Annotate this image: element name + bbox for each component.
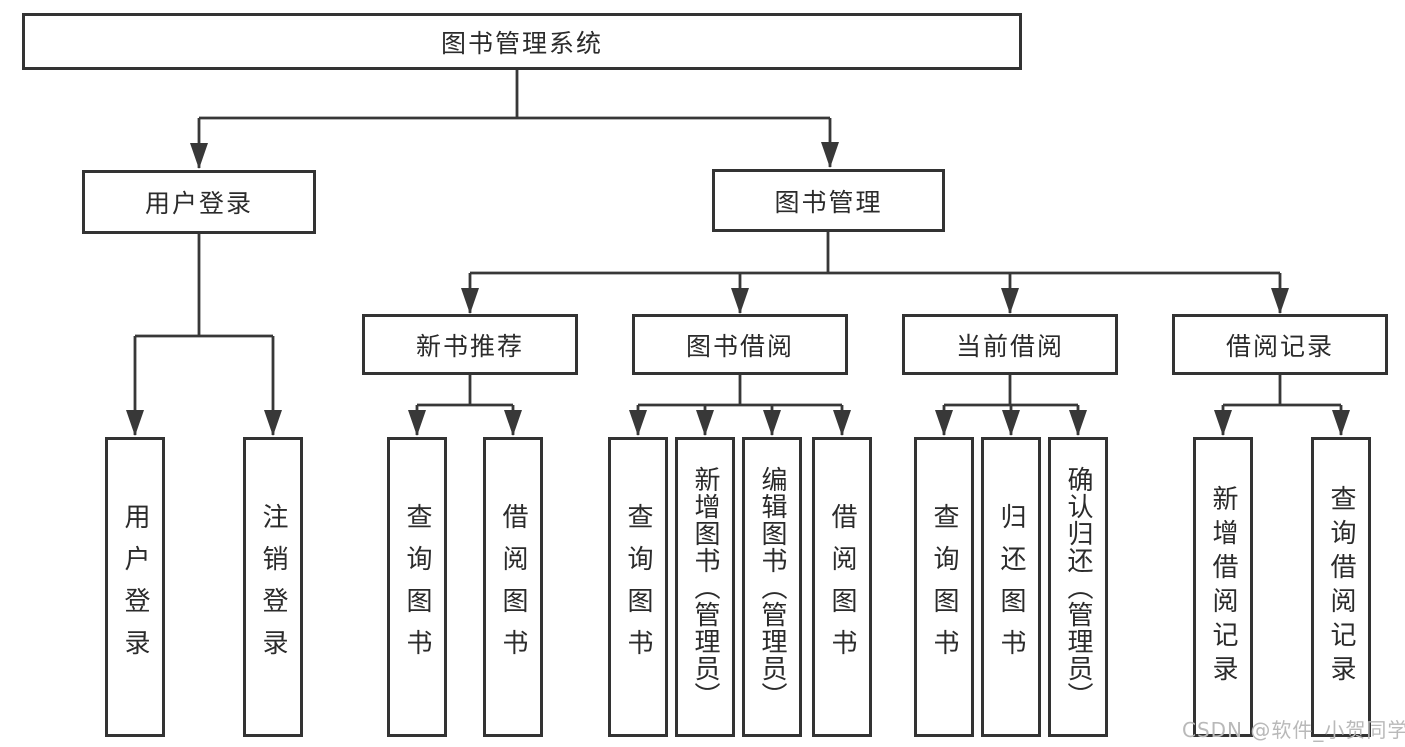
leaf-return-books-label: 归还图书 [996,503,1026,671]
node-borrow-record: 借阅记录 [1172,314,1388,375]
node-new-book-recommend: 新书推荐 [362,314,578,375]
node-current-borrow: 当前借阅 [902,314,1118,375]
leaf-confirm-return-admin-label: 确认归还（管理员） [1063,465,1093,709]
node-user-login-label: 用户登录 [144,189,253,218]
leaf-query-borrow-record: 查询借阅记录 [1311,437,1371,737]
leaf-add-books-admin: 新增图书（管理员） [675,437,735,737]
node-current-borrow-label: 当前借阅 [955,331,1064,361]
node-book-management: 图书管理 [712,169,945,232]
connector-book-borrow-to-leaves [629,375,851,436]
leaf-add-borrow-record: 新增借阅记录 [1193,437,1253,737]
leaf-edit-books-admin: 编辑图书（管理员） [742,437,802,737]
node-new-book-recommend-label: 新书推荐 [415,331,524,361]
leaf-borrow-books-2-label: 借阅图书 [827,503,857,671]
connector-borrow-record-to-leaves [1214,375,1350,436]
leaf-edit-books-admin-label: 编辑图书（管理员） [757,465,787,709]
connector-user-login-to-leaves [126,234,282,436]
leaf-query-books-1: 查询图书 [387,437,447,737]
node-book-borrow-label: 图书借阅 [685,331,794,361]
leaf-query-books-2-label: 查询图书 [623,503,653,671]
leaf-return-books: 归还图书 [981,437,1041,737]
leaf-query-books-3-label: 查询图书 [929,503,959,671]
leaf-query-books-1-label: 查询图书 [402,503,432,671]
node-book-borrow: 图书借阅 [632,314,848,375]
leaf-borrow-books-1: 借阅图书 [483,437,543,737]
csdn-watermark: CSDN @软件_小贺同学 [1182,718,1405,742]
leaf-add-books-admin-label: 新增图书（管理员） [690,465,720,709]
node-root: 图书管理系统 [22,13,1022,70]
node-borrow-record-label: 借阅记录 [1225,331,1334,361]
leaf-user-login-label: 用户登录 [120,503,150,671]
node-book-management-label: 图书管理 [774,187,883,217]
connector-book-mgmt-to-level3 [461,232,1289,314]
connector-new-book-rec-to-leaves [408,375,522,436]
leaf-query-books-2: 查询图书 [608,437,668,737]
leaf-user-login: 用户登录 [105,437,165,737]
leaf-borrow-books-2: 借阅图书 [812,437,872,737]
leaf-add-borrow-record-label: 新增借阅记录 [1208,485,1238,689]
node-user-login: 用户登录 [82,170,316,234]
leaf-logout: 注销登录 [243,437,303,737]
leaf-query-books-3: 查询图书 [914,437,974,737]
leaf-query-borrow-record-label: 查询借阅记录 [1326,485,1356,689]
leaf-logout-label: 注销登录 [258,503,288,671]
leaf-borrow-books-1-label: 借阅图书 [498,503,528,671]
connector-current-borrow-to-leaves [935,375,1087,436]
node-root-label: 图书管理系统 [440,28,603,58]
leaf-confirm-return-admin: 确认归还（管理员） [1048,437,1108,737]
connector-root-to-level2 [190,70,839,169]
